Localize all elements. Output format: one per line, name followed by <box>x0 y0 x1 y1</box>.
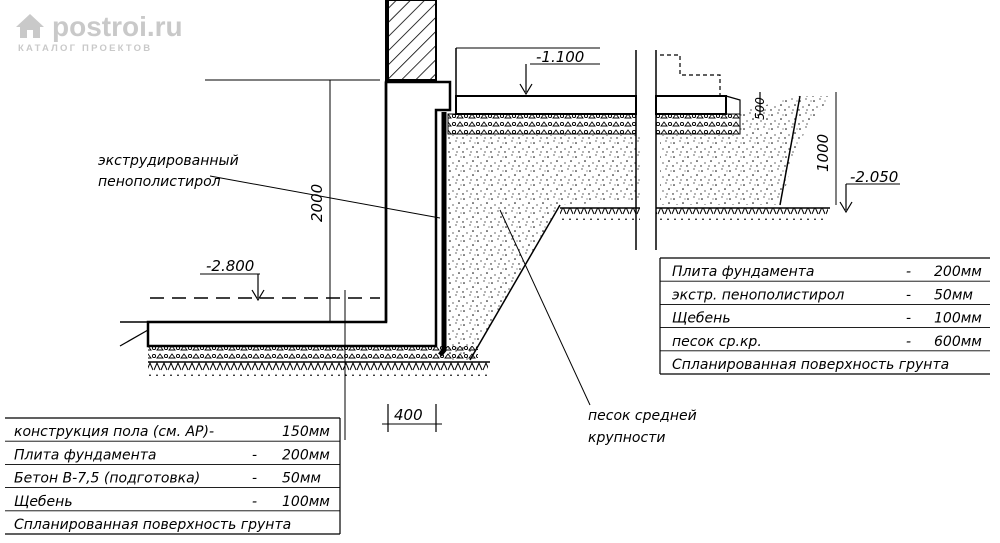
spec-row-name: Плита фундамента <box>14 447 157 463</box>
level-top: -1.100 <box>536 48 584 66</box>
house-icon <box>16 14 44 38</box>
foundation-wall <box>146 80 452 357</box>
watermark-logo: postroi.ru КАТАЛОГ ПРОЕКТОВ <box>16 11 183 54</box>
spec-row-dash: - <box>906 311 911 327</box>
ground-surface <box>119 207 830 376</box>
spec-row-value: 100мм <box>934 311 982 327</box>
dim-2000: 2000 <box>308 184 326 222</box>
spec-row-dash: - <box>252 471 257 487</box>
leaders: экструдированный пенополистирол песок ср… <box>98 153 697 446</box>
spec-row-name: Щебень <box>14 494 73 510</box>
level-ground: -2.050 <box>850 168 898 186</box>
sand-label-2: крупности <box>588 430 665 446</box>
upper-slab <box>447 47 761 250</box>
spec-row-dash: - <box>252 447 257 463</box>
dim-400: 400 <box>394 406 423 424</box>
dim-500: 500 <box>753 97 767 120</box>
spec-row-name: Бетон В-7,5 (подготовка) <box>14 471 200 487</box>
spec-row-dash: - <box>906 287 911 303</box>
spec-row-dash: - <box>252 494 257 510</box>
sand-backfill <box>448 95 830 361</box>
level-basement: -2.800 <box>206 257 254 275</box>
spec-row-dash: - <box>906 264 911 280</box>
spec-row-name: Спланированная поверхность грунта <box>14 517 291 533</box>
watermark-subtitle: КАТАЛОГ ПРОЕКТОВ <box>18 43 152 54</box>
dimensions: 2000 -2.800 400 -1.100 1000 500 -2.050 <box>150 48 900 440</box>
spec-row-name: Щебень <box>672 311 731 327</box>
spec-row-value: 200мм <box>934 264 982 280</box>
spec-row-value: 200мм <box>282 447 330 463</box>
brick-wall <box>385 0 437 82</box>
dim-1000: 1000 <box>814 134 832 172</box>
spec-table-right: Плита фундамента - 200мм экстр. пенополисти… <box>659 257 990 375</box>
spec-row-name: экстр. пенополистирол <box>672 287 844 303</box>
spec-row-name: Спланированная поверхность грунта <box>672 357 949 373</box>
spec-row-value: 150мм <box>282 424 330 440</box>
spec-row-name: песок ср.кр. <box>672 334 762 350</box>
spec-row-name: Плита фундамента <box>672 264 815 280</box>
spec-row-value: 50мм <box>282 471 321 487</box>
spec-row-dash: - <box>906 334 911 350</box>
spec-row-name: конструкция пола (см. АР)- <box>14 424 214 440</box>
spec-row-value: 100мм <box>282 494 330 510</box>
insulation-label-2: пенополистирол <box>98 174 221 190</box>
watermark-site: postroi.ru <box>52 11 183 42</box>
sand-label-1: песок средней <box>588 408 697 424</box>
spec-row-value: 600мм <box>934 334 982 350</box>
insulation-label-1: экструдированный <box>98 153 239 169</box>
spec-row-value: 50мм <box>934 287 973 303</box>
